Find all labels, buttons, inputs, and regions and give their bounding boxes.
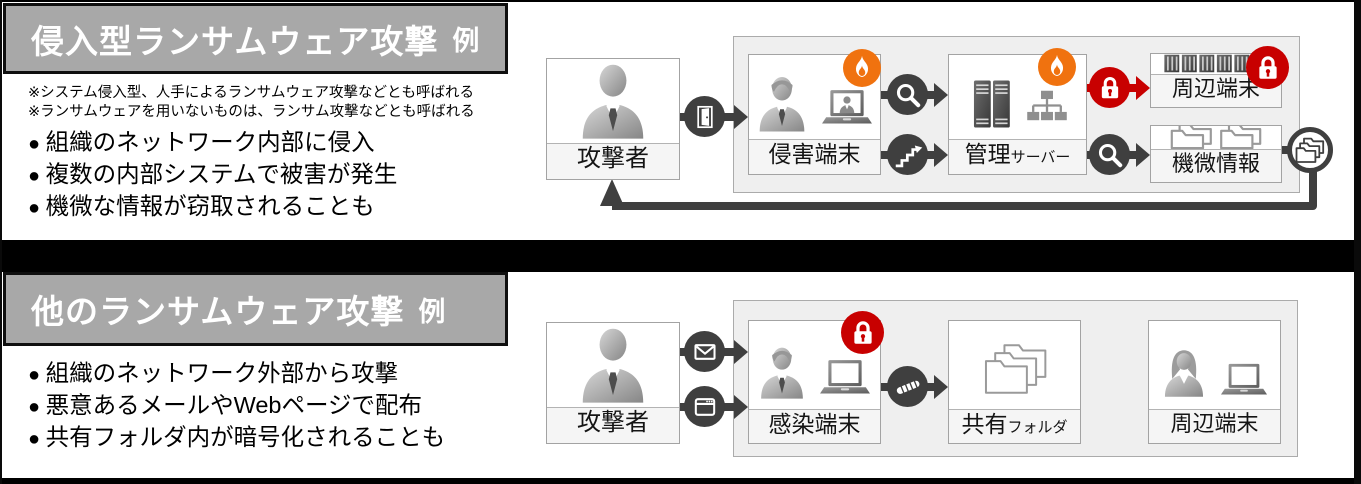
node-label: 周辺端末 [1149,409,1280,443]
other-title-suffix: 例 [418,296,447,327]
frame-bottom-line [0,478,1361,484]
sensitive-icon-area [1151,126,1281,149]
search-icon [1089,134,1130,175]
attacker-person-icon [571,59,655,142]
node-label: 攻撃者 [547,407,679,443]
frame-left-line [0,0,2,484]
mgmt-label-sub: サーバー [1010,149,1071,166]
folders-icon [1287,127,1333,173]
mgmt-label-main: 管理 [964,141,1011,167]
intrusion-title-text: 侵入型ランサムウェア攻撃 [31,22,439,60]
arrow-worm-spread [881,366,948,408]
sensitive-label: 機微情報 [1171,151,1260,176]
node-sensitive-info: 機微情報 [1150,125,1282,183]
node-attacker-intrusion: 攻撃者 [546,58,680,180]
node-shared-folder: 共有 フォルダ [948,320,1081,444]
lock-badge-icon [841,311,884,354]
mail-icon [684,331,725,372]
search-icon [887,74,928,115]
intrusion-note-line: ※システム侵入型、人手によるランサムウェア攻撃などとも呼ばれる [28,85,474,101]
lock-icon [1089,67,1130,108]
laptop-icon [1215,360,1273,408]
arrow-recon-2 [1087,134,1150,176]
bullet-item: 組織のネットワーク内部に侵入 [28,127,397,159]
door-icon [684,96,725,137]
bullet-item: 機微な情報が窃取されることも [28,191,397,223]
attacker-icon-area [547,59,679,143]
fire-icon [843,49,881,87]
compromised-label: 侵害端末 [768,141,861,167]
attacker-label: 攻撃者 [577,409,649,436]
peripheral-label: 周辺端末 [1171,76,1260,101]
attacker-person-icon [571,323,655,406]
arrow-privilege-escalation [881,134,948,176]
intrusion-title-suffix: 例 [452,26,481,56]
node-label: 共有 フォルダ [949,409,1080,443]
attacker-icon-area [547,323,679,407]
worm-icon [887,366,928,407]
arrow-mail-delivery [680,331,748,373]
shared-label-main: 共有 [961,411,1008,437]
victim-person-icon [751,68,813,138]
arrow-web-delivery [680,386,748,428]
bullet-item: 悪意あるメールやWebページで配布 [28,390,445,422]
node-label: 感染端末 [749,409,880,443]
lock-badge-icon [1246,46,1289,89]
arrow-recon-1 [881,74,948,116]
panel-separator-bar [0,240,1361,272]
shared-label-sub: フォルダ [1007,419,1068,436]
other-panel-title: 他のランサムウェア攻撃 例 [3,272,508,346]
node-label: 攻撃者 [547,143,679,179]
intrusion-notes: ※システム侵入型、人手によるランサムウェア攻撃などとも呼ばれる ※ランサムウェア… [28,84,475,122]
other-bullets: 組織のネットワーク外部から攻撃 悪意あるメールやWebページで配布 共有フォルダ… [28,358,446,454]
browser-icon [684,386,725,427]
stairs-arrow-icon [887,134,928,175]
bullet-item: 共有フォルダ内が暗号化されることも [28,422,446,454]
server-icon [965,70,1021,138]
sitemap-icon [1024,88,1070,134]
other-title-text: 他のランサムウェア攻撃 [31,293,405,330]
intrusion-note-line: ※ランサムウェアを用いないものは、ランサム攻撃などとも呼ばれる [28,104,475,120]
infected-label: 感染端末 [768,411,861,437]
woman-person-icon [1156,334,1212,408]
laptop-remote-attacker-icon [816,86,878,138]
peripheral2-label: 周辺端末 [1170,411,1259,436]
fire-icon [1038,48,1076,86]
frame-top-line [0,0,1361,2]
node-management-server: 管理 サーバー [948,54,1087,175]
shared-icon-area [949,321,1080,409]
attacker-label: 攻撃者 [577,145,649,172]
node-attacker-other: 攻撃者 [546,322,680,444]
bullet-item: 複数の内部システムで被害が発生 [28,159,398,191]
arrow-intrusion-entry [680,96,748,138]
folders-icon [977,336,1053,402]
frame-right-line [1354,0,1361,484]
node-label: 侵害端末 [749,139,880,174]
folder-stacks-icon [1161,126,1271,149]
node-label: 管理 サーバー [949,139,1086,174]
arrow-encrypt-peripheral [1087,67,1150,109]
bullet-item: 組織のネットワーク外部から攻撃 [28,358,445,390]
node-peripheral-terminal-other: 周辺端末 [1148,320,1281,444]
peripheral2-icon-area [1149,321,1280,409]
victim-person-icon [753,336,811,408]
laptop-icon [814,356,876,408]
node-label: 機微情報 [1151,149,1281,182]
intrusion-bullets: 組織のネットワーク内部に侵入 複数の内部システムで被害が発生 機微な情報が窃取さ… [28,127,398,223]
intrusion-panel-title: 侵入型ランサムウェア攻撃 例 [3,3,508,74]
